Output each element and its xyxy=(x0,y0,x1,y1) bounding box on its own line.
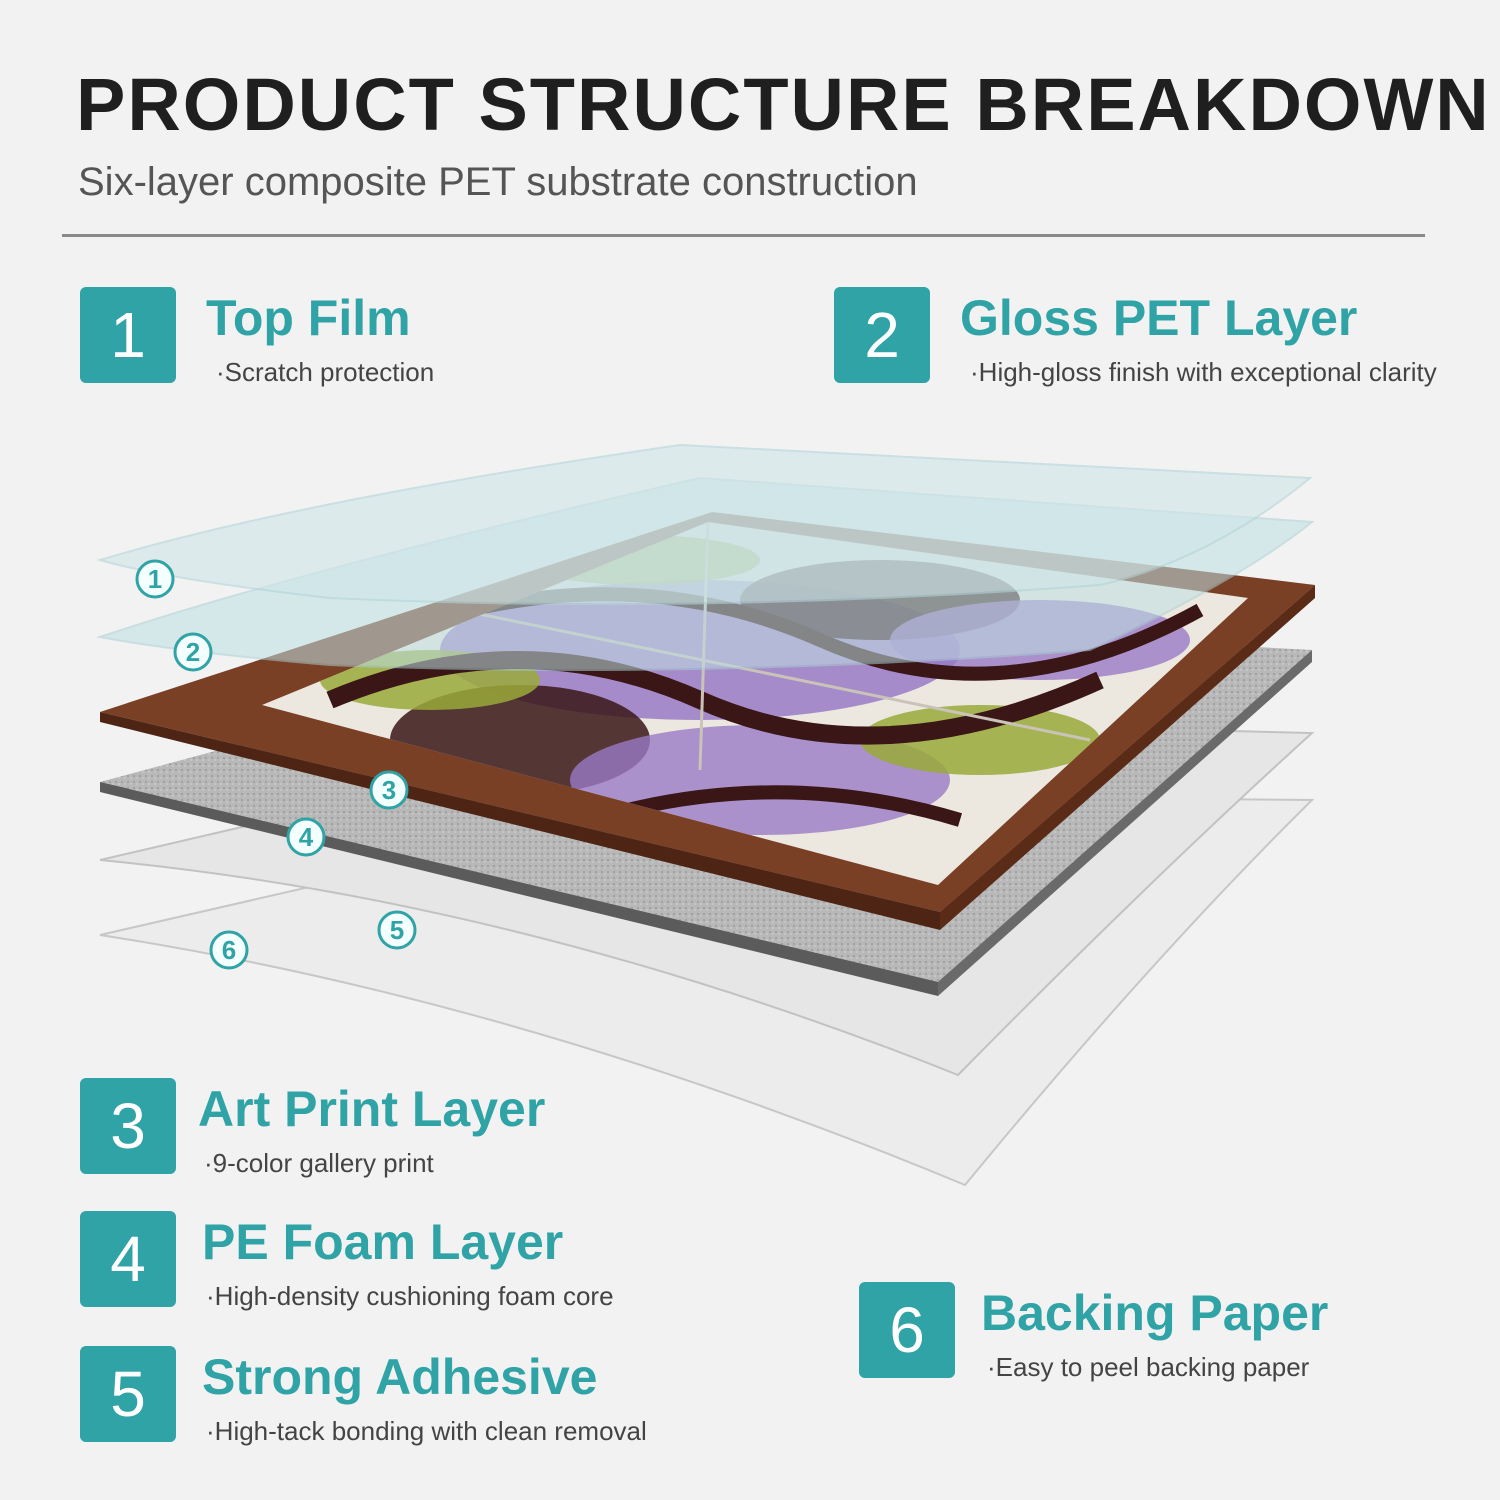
page-title: PRODUCT STRUCTURE BREAKDOWN xyxy=(76,63,1491,146)
svg-text:4: 4 xyxy=(299,822,314,852)
header-divider xyxy=(62,234,1425,237)
svg-text:1: 1 xyxy=(148,564,162,594)
layer-title: Strong Adhesive xyxy=(202,1349,598,1405)
layer-description: High-tack bonding with clean removal xyxy=(206,1416,647,1447)
svg-text:5: 5 xyxy=(390,915,404,945)
layer-marker: 1 xyxy=(135,559,175,599)
layer-description: High-density cushioning foam core xyxy=(206,1281,614,1312)
layer-number-badge: 3 xyxy=(80,1078,176,1174)
layer-description: Easy to peel backing paper xyxy=(987,1352,1310,1383)
top-film-sheet xyxy=(96,443,1313,606)
layer-title: Top Film xyxy=(206,290,411,346)
layer-marker: 2 xyxy=(173,632,213,672)
page-subtitle: Six-layer composite PET substrate constr… xyxy=(78,160,918,204)
layer-number-badge: 2 xyxy=(834,287,930,383)
svg-text:3: 3 xyxy=(382,775,396,805)
layer-title: PE Foam Layer xyxy=(202,1214,564,1270)
layer-number-badge: 1 xyxy=(80,287,176,383)
layer-description: Scratch protection xyxy=(216,357,435,388)
layer-marker: 3 xyxy=(369,770,409,810)
layer-title: Gloss PET Layer xyxy=(960,290,1358,346)
layer-number-badge: 5 xyxy=(80,1346,176,1442)
svg-text:2: 2 xyxy=(186,637,200,667)
layer-number-badge: 6 xyxy=(859,1282,955,1378)
layer-title: Backing Paper xyxy=(981,1285,1329,1341)
layer-number-badge: 4 xyxy=(80,1211,176,1307)
layer-marker: 5 xyxy=(377,910,417,950)
layer-description: 9-color gallery print xyxy=(204,1148,434,1179)
layer-title: Art Print Layer xyxy=(198,1081,546,1137)
layer-marker: 4 xyxy=(286,817,326,857)
svg-text:6: 6 xyxy=(222,935,236,965)
layer-description: High-gloss finish with exceptional clari… xyxy=(970,357,1437,388)
layer-marker: 6 xyxy=(209,930,249,970)
